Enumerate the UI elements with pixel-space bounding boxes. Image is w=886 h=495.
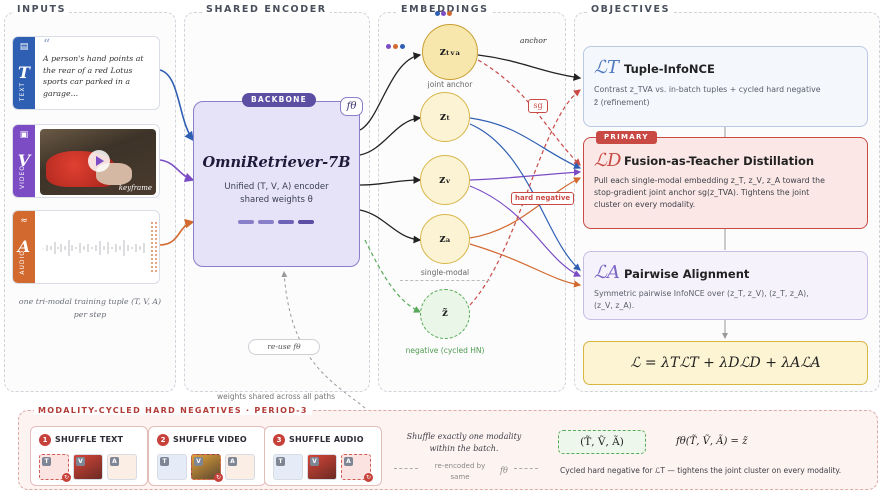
text-tile: T bbox=[273, 454, 303, 480]
shuffle-video-label: SHUFFLE VIDEO bbox=[173, 435, 247, 444]
shuffle-video-card[interactable]: 2 SHUFFLE VIDEO T V↻ A bbox=[148, 426, 266, 486]
distill-desc-1: Pull each single-modal embedding z_T, z_… bbox=[594, 176, 825, 185]
text-embedding[interactable]: zₜ bbox=[420, 92, 470, 142]
video-tile: V bbox=[73, 454, 103, 480]
inputs-title: INPUTS bbox=[14, 4, 70, 15]
text-glyph: T bbox=[18, 63, 30, 82]
shuffle-audio-label: SHUFFLE AUDIO bbox=[289, 435, 364, 444]
negative-label: negative (cycled HN) bbox=[405, 346, 485, 355]
reencode-2: same bbox=[450, 473, 470, 481]
video-embedding[interactable]: zᵥ bbox=[420, 155, 470, 205]
inputs-footnote-1: one tri-modal training tuple (T, V, A) bbox=[18, 297, 162, 306]
text-input-card[interactable]: ▤ T TEXT “ A person's hand points at the… bbox=[12, 36, 160, 110]
text-tile: T bbox=[157, 454, 187, 480]
video-glyph: V bbox=[17, 151, 31, 170]
video-label: VIDEO bbox=[19, 164, 26, 189]
distill-desc-3: cluster on every modality. bbox=[594, 200, 696, 209]
hard-negative-summary: Cycled hard negative for ℒT — tightens t… bbox=[560, 466, 842, 475]
swap-icon: ↻ bbox=[62, 473, 71, 482]
distillation-card[interactable]: ℒD Fusion-as-Teacher Distillation Pull e… bbox=[583, 137, 868, 229]
objectives-title: OBJECTIVES bbox=[588, 4, 674, 15]
play-button[interactable] bbox=[88, 150, 110, 172]
swapped-video-tile: V↻ bbox=[191, 454, 223, 482]
tuple-title: Tuple-InfoNCE bbox=[624, 62, 715, 76]
audio-glyph: A bbox=[17, 237, 31, 256]
keyframe-label: keyframe bbox=[118, 184, 152, 192]
video-tile: V bbox=[307, 454, 337, 480]
shared-weights-note: weights shared across all paths bbox=[214, 392, 339, 401]
inputs-footnote-2: per step bbox=[73, 310, 107, 319]
hard-negatives-title: MODALITY-CYCLED HARD NEGATIVES · PERIOD-… bbox=[34, 406, 312, 415]
pairwise-symbol: ℒA bbox=[594, 262, 620, 283]
reencode-1: re-encoded by bbox=[434, 462, 486, 470]
text-tab: ▤ T TEXT bbox=[13, 37, 35, 109]
shuffle-note-2: within the batch. bbox=[429, 444, 499, 453]
stop-gradient-tag: sg bbox=[528, 99, 548, 113]
pairwise-title: Pairwise Alignment bbox=[624, 267, 750, 281]
distill-title: Fusion-as-Teacher Distillation bbox=[624, 154, 815, 168]
shuffle-text-label: SHUFFLE TEXT bbox=[55, 435, 124, 444]
distill-symbol: ℒD bbox=[594, 150, 622, 171]
pairwise-desc-2: (z_V, z_A). bbox=[594, 301, 635, 310]
audio-embedding[interactable]: zₐ bbox=[420, 214, 470, 264]
negative-embedding[interactable]: z̃ bbox=[420, 289, 470, 339]
negative-tuple: (T̃, Ṽ, Ã) bbox=[558, 430, 646, 454]
tuple-symbol: ℒT bbox=[594, 57, 619, 78]
reencode-line-left bbox=[394, 468, 418, 469]
reuse-label: re-use fθ bbox=[248, 339, 320, 355]
waveform-icon: ≈ bbox=[20, 216, 28, 226]
shuffle-text-card[interactable]: 1 SHUFFLE TEXT T↻ V A bbox=[30, 426, 148, 486]
film-icon: ▣ bbox=[19, 130, 29, 140]
anchor-label: anchor bbox=[520, 36, 547, 45]
negative-mapping: fθ(T̃, Ṽ, Ã) = z̃ bbox=[676, 436, 748, 447]
audio-waveform bbox=[42, 222, 157, 274]
tuple-desc-2: z̃ (refinement) bbox=[594, 98, 650, 107]
reencode-fn: fθ bbox=[500, 466, 508, 475]
quote-icon: “ bbox=[43, 37, 51, 53]
hard-negative-tag: hard negative bbox=[511, 192, 575, 205]
audio-label: AUDIO bbox=[19, 250, 26, 275]
tuple-infonce-card[interactable]: ℒT Tuple-InfoNCE Contrast z_TVA vs. in-b… bbox=[583, 46, 868, 127]
swap-icon: ↻ bbox=[364, 473, 373, 482]
pairwise-card[interactable]: ℒA Pairwise Alignment Symmetric pairwise… bbox=[583, 251, 868, 320]
total-loss: ℒ = λTℒT + λDℒD + λAℒA bbox=[583, 341, 868, 385]
document-icon: ▤ bbox=[19, 42, 29, 52]
layer-bars bbox=[238, 220, 318, 224]
step-3-badge: 3 bbox=[273, 434, 285, 446]
audio-tab: ≈ A AUDIO bbox=[13, 211, 35, 283]
primary-badge: PRIMARY bbox=[596, 131, 657, 144]
backbone-badge: BACKBONE bbox=[242, 93, 316, 107]
video-tab: ▣ V VIDEO bbox=[13, 125, 35, 197]
joint-anchor-embedding[interactable]: zₜᵥₐ bbox=[422, 24, 478, 80]
step-1-badge: 1 bbox=[39, 434, 51, 446]
swap-icon: ↻ bbox=[214, 473, 223, 482]
audio-tile: A bbox=[225, 454, 255, 480]
embeddings-title: EMBEDDINGS bbox=[398, 4, 492, 15]
audio-tile: A bbox=[107, 454, 137, 480]
text-label: TEXT bbox=[19, 81, 26, 101]
pairwise-desc-1: Symmetric pairwise InfoNCE over (z_T, z_… bbox=[594, 289, 809, 298]
swapped-audio-tile: A↻ bbox=[341, 454, 373, 482]
single-modal-label: single-modal bbox=[400, 268, 490, 281]
text-caption: A person's hand points at the rear of a … bbox=[43, 54, 144, 98]
reencode-line-right bbox=[514, 468, 538, 469]
encoder-desc-1: Unified (T, V, A) encoder bbox=[224, 182, 329, 192]
play-icon bbox=[96, 156, 104, 166]
swapped-text-tile: T↻ bbox=[39, 454, 71, 482]
joint-anchor-label: joint anchor bbox=[427, 80, 473, 89]
encoder-title: SHARED ENCODER bbox=[203, 4, 330, 15]
tuple-desc-1: Contrast z_TVA vs. in-batch tuples + cyc… bbox=[594, 85, 821, 94]
backbone-box[interactable] bbox=[193, 101, 360, 267]
audio-input-card[interactable]: ≈ A AUDIO bbox=[12, 210, 160, 284]
video-input-card[interactable]: ▣ V VIDEO keyframe bbox=[12, 124, 160, 198]
encoder-desc-2: shared weights θ bbox=[240, 195, 313, 205]
shuffle-audio-card[interactable]: 3 SHUFFLE AUDIO T V A↻ bbox=[264, 426, 382, 486]
video-thumbnail[interactable]: keyframe bbox=[40, 129, 156, 195]
shuffle-note-1: Shuffle exactly one modality bbox=[406, 432, 522, 441]
step-2-badge: 2 bbox=[157, 434, 169, 446]
encoder-fn-badge: fθ bbox=[340, 97, 363, 116]
distill-desc-2: stop-gradient joint anchor sg(z_TVA). Ti… bbox=[594, 188, 810, 197]
model-name: OmniRetriever-7B bbox=[202, 154, 351, 171]
